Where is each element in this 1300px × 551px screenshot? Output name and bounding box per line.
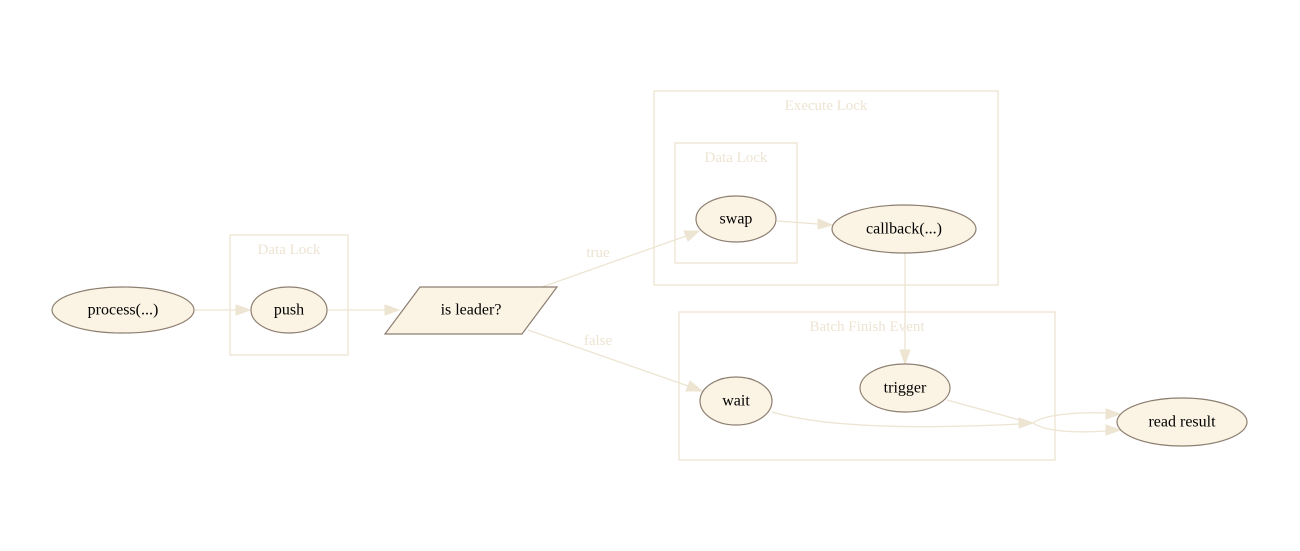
arrowhead-icon bbox=[235, 304, 252, 316]
node-read-result[interactable]: read result bbox=[1116, 397, 1248, 447]
arrowhead-icon bbox=[384, 304, 401, 316]
edge-line bbox=[1032, 412, 1107, 424]
arrowhead-icon bbox=[817, 218, 834, 230]
edge-is-leader-to-swap: true bbox=[541, 230, 701, 288]
edge-line bbox=[771, 411, 1020, 428]
edge-line bbox=[1032, 422, 1107, 433]
arrowhead-icon bbox=[683, 230, 701, 242]
edge-trigger-to-read-result bbox=[946, 399, 1122, 424]
edge-line bbox=[946, 399, 1021, 421]
arrowhead-icon bbox=[1105, 408, 1122, 420]
node-wait[interactable]: wait bbox=[699, 376, 773, 426]
node-shape bbox=[250, 286, 328, 334]
node-shape bbox=[859, 363, 951, 413]
cluster-border bbox=[678, 311, 1056, 461]
node-shape bbox=[831, 204, 977, 254]
cluster-label: Batch Finish Event bbox=[810, 319, 926, 335]
node-label: push bbox=[274, 302, 304, 319]
cluster-border bbox=[229, 234, 349, 356]
node-shape bbox=[383, 286, 559, 335]
node-label: wait bbox=[722, 393, 750, 410]
cluster-label: Execute Lock bbox=[785, 98, 868, 114]
cluster-label: Data Lock bbox=[258, 242, 321, 258]
node-label: callback(...) bbox=[866, 221, 942, 238]
edge-callback-to-trigger bbox=[899, 253, 911, 366]
node-label: read result bbox=[1148, 414, 1216, 431]
arrowhead-icon bbox=[1105, 424, 1122, 436]
node-trigger[interactable]: trigger bbox=[859, 363, 951, 413]
node-callback[interactable]: callback(...) bbox=[831, 204, 977, 254]
arrowhead-icon bbox=[1018, 417, 1035, 429]
node-shape bbox=[51, 286, 195, 334]
node-shape bbox=[1116, 397, 1248, 447]
edge-wait-to-read-result bbox=[771, 411, 1122, 436]
cluster-data-lock-swap: Data Lock bbox=[674, 142, 798, 264]
node-push[interactable]: push bbox=[250, 286, 328, 334]
cluster-data-lock-push: Data Lock bbox=[229, 234, 349, 356]
arrowhead-icon bbox=[685, 380, 704, 392]
edge-push-to-is-leader bbox=[328, 304, 401, 316]
edge-swap-to-callback bbox=[776, 218, 834, 230]
edge-is-leader-to-wait: false bbox=[527, 329, 704, 392]
node-label: process(...) bbox=[88, 302, 159, 319]
edge-line bbox=[527, 329, 689, 387]
edge-line bbox=[541, 235, 687, 288]
cluster-execute-lock: Execute Lock bbox=[653, 90, 999, 286]
node-shape bbox=[695, 195, 777, 243]
edge-label-true: true bbox=[586, 245, 610, 261]
node-is-leader[interactable]: is leader? bbox=[383, 286, 559, 335]
cluster-border bbox=[674, 142, 798, 264]
edge-process-to-push bbox=[195, 304, 252, 316]
cluster-label: Data Lock bbox=[705, 150, 768, 166]
cluster-border bbox=[653, 90, 999, 286]
node-process[interactable]: process(...) bbox=[51, 286, 195, 334]
node-label: trigger bbox=[884, 380, 927, 397]
node-label: is leader? bbox=[441, 302, 502, 319]
cluster-batch-finish-event: Batch Finish Event bbox=[678, 311, 1056, 461]
node-shape bbox=[699, 376, 773, 426]
edge-line bbox=[776, 220, 819, 225]
arrowhead-icon bbox=[899, 349, 911, 366]
node-label: swap bbox=[720, 211, 753, 228]
edge-label-false: false bbox=[584, 333, 613, 349]
node-swap[interactable]: swap bbox=[695, 195, 777, 243]
